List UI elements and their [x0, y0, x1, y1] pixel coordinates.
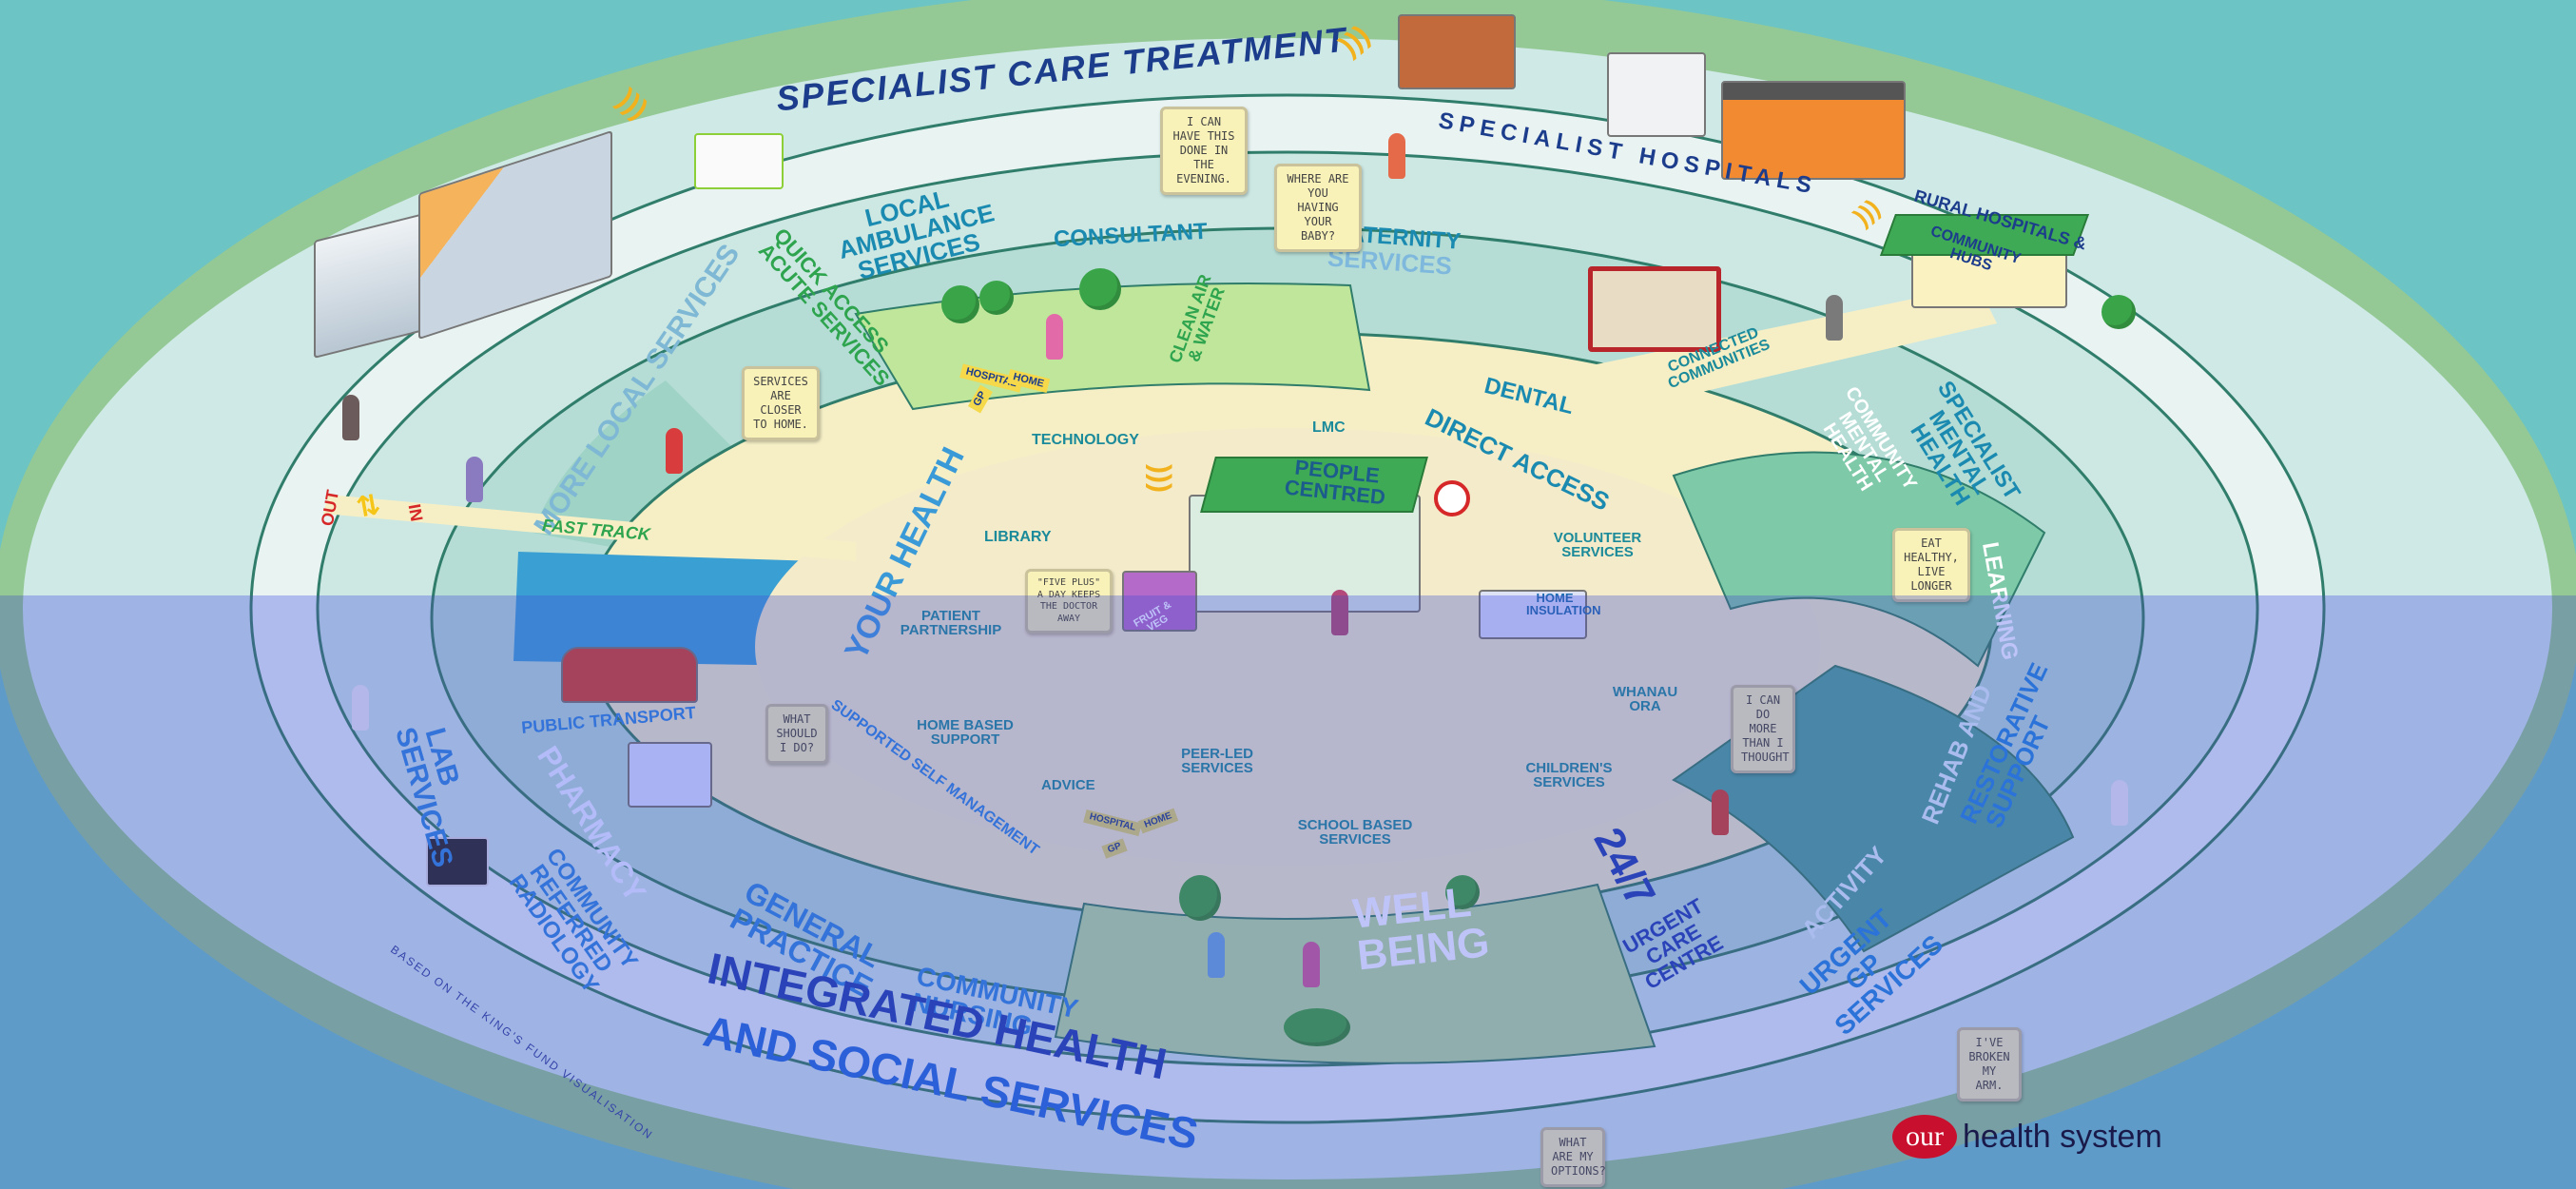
person-figure: [1046, 314, 1063, 360]
person-figure: [466, 457, 483, 502]
peer-led-services-label: PEER-LED SERVICES: [1181, 746, 1253, 776]
lmc-label: LMC: [1312, 419, 1346, 436]
tree-icon: [2101, 295, 2136, 329]
school-based-services-label: SCHOOL BASED SERVICES: [1297, 817, 1413, 848]
our-health-system-logo: our health system: [1892, 1115, 2162, 1159]
logo-health-system-text: health system: [1963, 1118, 2162, 1155]
speech-bubble-do-more: I CAN DO MORE THAN I THOUGHT: [1731, 685, 1795, 773]
ambulance-icon: [694, 133, 784, 189]
person-figure: [1826, 295, 1843, 341]
person-figure: [1208, 932, 1225, 978]
person-figure: [2111, 780, 2128, 826]
speech-bubble-closer-to-home: SERVICES ARE CLOSER TO HOME.: [742, 366, 820, 440]
specialist-hospital-orange: [1721, 81, 1906, 180]
bus-icon: [561, 647, 698, 703]
volunteer-services-label: VOLUNTEER SERVICES: [1553, 530, 1642, 560]
speech-bubble-broken-arm: I'VE BROKEN MY ARM.: [1957, 1027, 2022, 1101]
speech-bubble-baby: WHERE ARE YOU HAVING YOUR BABY?: [1274, 164, 1362, 252]
person-figure: [1388, 133, 1405, 179]
whanau-ora-label: WHANAU ORA: [1612, 684, 1678, 714]
specialist-hospital-white: [1607, 52, 1706, 137]
tree-icon: [941, 285, 979, 323]
tree-icon: [979, 281, 1014, 315]
speech-bubble-evening: I CAN HAVE THIS DONE IN THE EVENING.: [1160, 107, 1248, 195]
marae-building-icon: [1588, 266, 1721, 352]
specialist-hospital-brick: [1398, 14, 1516, 89]
advice-label: ADVICE: [1041, 777, 1095, 793]
speech-bubble-five-plus: "FIVE PLUS" A DAY KEEPS THE DOCTOR AWAY: [1025, 569, 1113, 633]
in-out-arrows-icon: ⇅: [354, 489, 383, 524]
tree-icon: [1284, 1008, 1350, 1046]
library-label: LIBRARY: [984, 529, 1052, 545]
cyclist-figure: [666, 428, 683, 474]
people-centred-house: [1189, 495, 1421, 613]
well-being-label: WELL BEING: [1350, 878, 1492, 980]
speech-bubble-eat-healthy: EAT HEALTHY, LIVE LONGER: [1892, 528, 1970, 602]
speech-bubble-what-should: WHAT SHOULD I DO?: [765, 704, 828, 764]
tree-icon: [1079, 268, 1121, 310]
home-insulation-label: HOME INSULATION: [1526, 591, 1601, 617]
logo-our-bubble: our: [1892, 1115, 1957, 1159]
speech-bubble-options: WHAT ARE MY OPTIONS?: [1540, 1127, 1606, 1187]
person-figure: [352, 685, 369, 731]
person-figure: [1331, 590, 1348, 635]
in-label: IN: [404, 502, 427, 523]
person-figure: [342, 395, 359, 440]
person-figure: [1303, 942, 1320, 987]
home-based-support-label: HOME BASED SUPPORT: [917, 717, 1014, 748]
patient-partnership-label: PATIENT PARTNERSHIP: [900, 608, 1002, 638]
person-figure: [1712, 789, 1729, 835]
tree-icon: [1179, 875, 1221, 921]
pharmacy-shelf-icon: [628, 742, 712, 808]
no-smoking-sign: [1434, 480, 1470, 517]
wifi-icon: ))): [1144, 464, 1176, 493]
childrens-services-label: CHILDREN'S SERVICES: [1525, 760, 1613, 790]
technology-label: TECHNOLOGY: [1032, 432, 1139, 448]
